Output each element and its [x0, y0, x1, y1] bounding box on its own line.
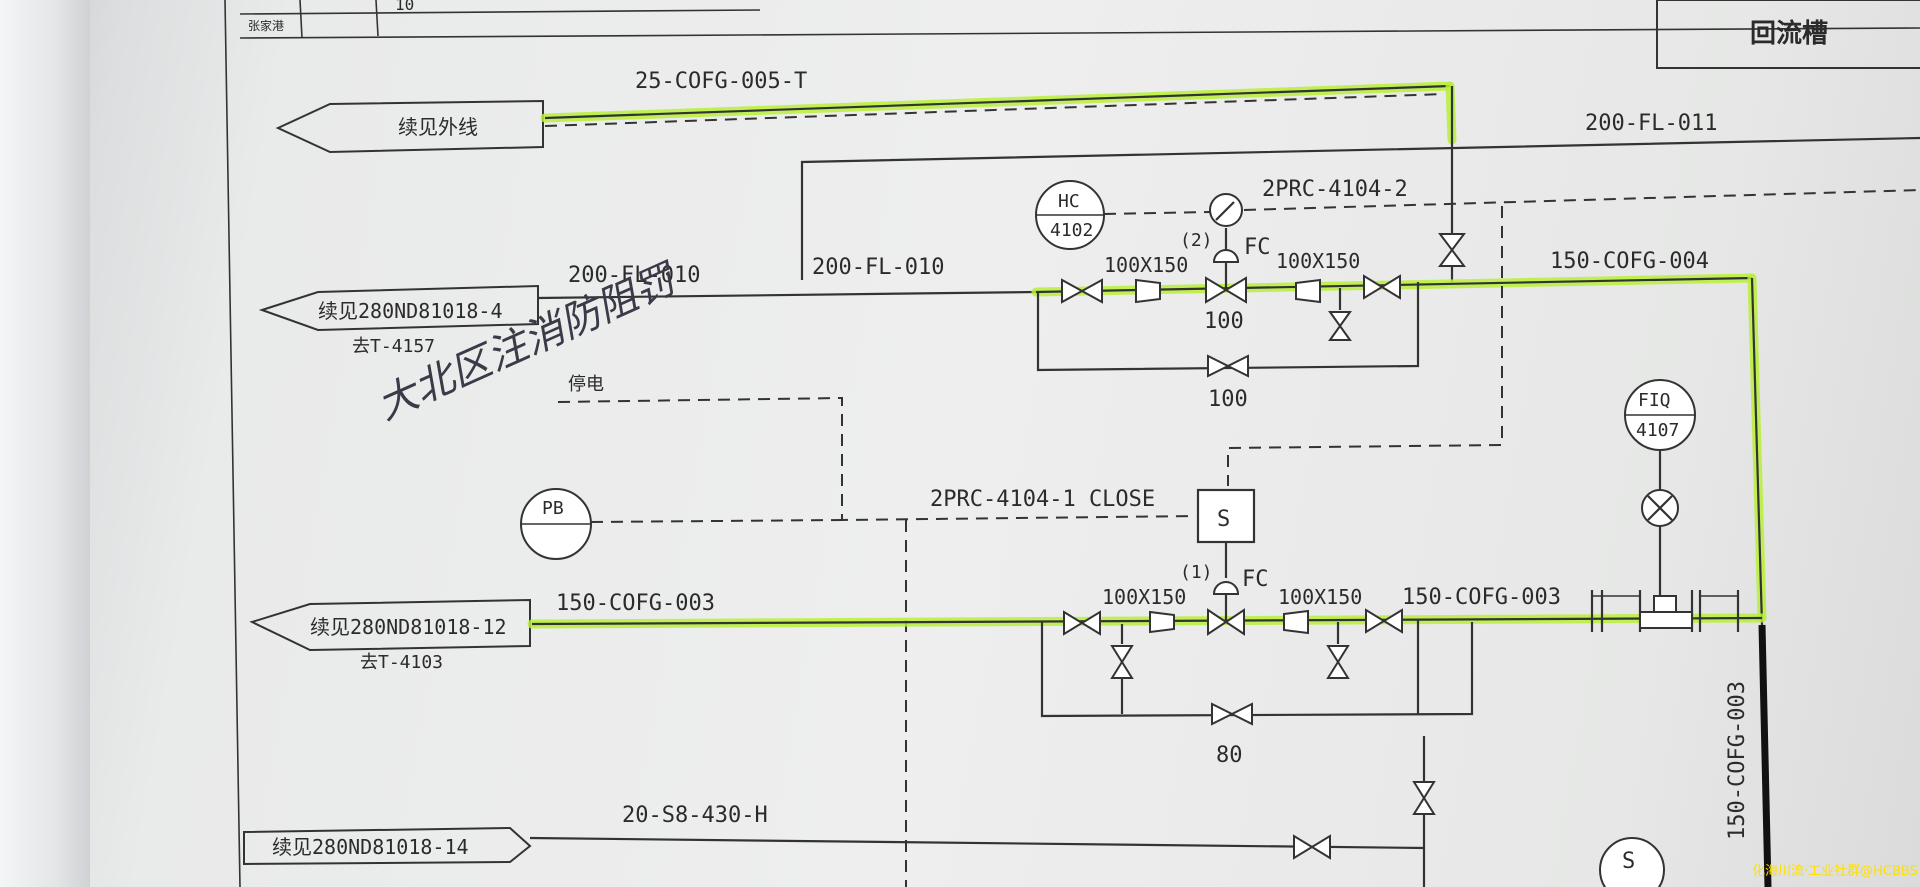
signal-prc-4104-2: [1243, 189, 1920, 211]
fc-bottom-label: FC: [1242, 567, 1269, 592]
size-top-control: 100: [1204, 309, 1244, 334]
solenoid-box: [1196, 488, 1256, 544]
title-cell-text: 张家港: [248, 18, 284, 33]
valve-s8-430: [1293, 834, 1331, 860]
bypass-bottom: [1040, 622, 1474, 718]
label-cofg-003-right: 150-COFG-003: [1402, 585, 1561, 610]
connector-fl-010-sub: 去T-4157: [352, 336, 435, 357]
offpage-connector-s8-430: [243, 826, 532, 866]
control-valve-bottom: [1207, 581, 1245, 636]
line-fl-010: [537, 290, 1037, 300]
connector-cofg-003-sub: 去T-4103: [360, 652, 443, 673]
reducer-bottom-2: [1283, 609, 1309, 635]
line-cofg-003-vertical: [1758, 624, 1772, 887]
right-title-text: 回流槽: [1750, 19, 1828, 49]
reducer-top-2: [1295, 278, 1321, 304]
title-block: 张家港 10 回流槽: [239, 0, 1920, 69]
line-s8-430: [529, 836, 1425, 850]
flow-meter: [1590, 590, 1740, 632]
hc-tag: HC: [1058, 191, 1080, 212]
gate-valve-top-1: [1061, 278, 1103, 304]
label-prc-4104-1: 2PRC-4104-1 CLOSE: [930, 487, 1155, 512]
title-top-text: 10: [395, 0, 414, 14]
reducer-bottom-1-label: 100X150: [1102, 585, 1186, 609]
connector-fl-010-label: 续见280ND81018-4: [318, 299, 503, 323]
connector-cofg-003-label: 续见280ND81018-12: [310, 615, 507, 639]
fc-top-num: (2): [1180, 230, 1213, 251]
line-fl-011: [800, 136, 1920, 280]
valve-cofg-005-vertical: [1438, 233, 1466, 267]
offpage-connector-outside: [275, 99, 544, 154]
connector-outside-label: 续见外线: [398, 115, 478, 139]
fc-bottom-num: (1): [1180, 562, 1213, 583]
label-fl-010-right: 200-FL-010: [812, 255, 944, 280]
fc-top-label: FC: [1244, 235, 1271, 260]
line-cofg-005: [544, 84, 1451, 120]
valve-bypass-top: [1207, 354, 1249, 378]
signal-hc: [1103, 211, 1211, 215]
reducer-top-1: [1135, 278, 1161, 304]
solenoid-bottom-bubble: [1599, 837, 1665, 887]
label-cofg-004: 150-COFG-004: [1550, 249, 1709, 274]
label-s8-430-h: 20-S8-430-H: [622, 803, 768, 828]
reducer-bottom-1: [1149, 610, 1175, 634]
signal-power-off: [557, 396, 1197, 522]
drawing-border-left: [224, 0, 241, 887]
drain-valve-bottom-1: [1110, 624, 1134, 714]
label-cofg-003-vertical: 150-COFG-003: [1725, 681, 1750, 840]
label-fl-010-left: 200-FL-010: [568, 263, 700, 288]
size-bottom-bypass: 80: [1216, 743, 1243, 768]
right-title-cell: [1656, 0, 1920, 69]
bypass-top: [1036, 282, 1420, 372]
offpage-connector-fl-010: [258, 284, 539, 332]
size-top-bypass: 100: [1208, 387, 1248, 412]
reducer-top-2-label: 100X150: [1276, 249, 1360, 273]
pb-tag: PB: [542, 498, 564, 519]
gate-valve-bottom-2: [1365, 608, 1403, 634]
solenoid-bottom-label: S: [1622, 849, 1635, 874]
line-cofg-004-down: [1750, 277, 1764, 626]
watermark: 化海川流·工业社群@HCBBS: [1752, 863, 1918, 879]
gate-valve-bottom-1: [1063, 610, 1101, 636]
label-prc-4104-2: 2PRC-4104-2: [1262, 177, 1408, 202]
valve-bypass-bottom: [1211, 702, 1253, 726]
hc-num: 4102: [1050, 220, 1093, 241]
label-fl-011: 200-FL-011: [1585, 111, 1717, 136]
line-cofg-003: [531, 616, 1763, 626]
drawing-border-top: [239, 27, 1920, 39]
label-cofg-003-left: 150-COFG-003: [556, 591, 715, 616]
fiq-tag: FIQ: [1638, 390, 1671, 411]
label-cofg-005-t: 25-COFG-005-T: [635, 69, 807, 94]
solenoid-label: S: [1217, 507, 1230, 532]
valve-vertical-bottom: [1412, 781, 1436, 815]
reducer-top-1-label: 100X150: [1104, 253, 1188, 277]
drain-valve-top: [1328, 288, 1352, 341]
control-valve-top: [1205, 193, 1247, 304]
reducer-bottom-2-label: 100X150: [1278, 585, 1362, 609]
connector-s8-430-label: 续见280ND81018-14: [272, 835, 469, 859]
label-power-off: 停电: [568, 374, 604, 395]
fiq-num: 4107: [1636, 420, 1679, 441]
trace-line-cofg-005: [544, 93, 1445, 127]
gate-valve-top-2: [1363, 274, 1401, 300]
sheet-edge: [0, 0, 90, 887]
drain-valve-bottom-2: [1326, 622, 1350, 679]
